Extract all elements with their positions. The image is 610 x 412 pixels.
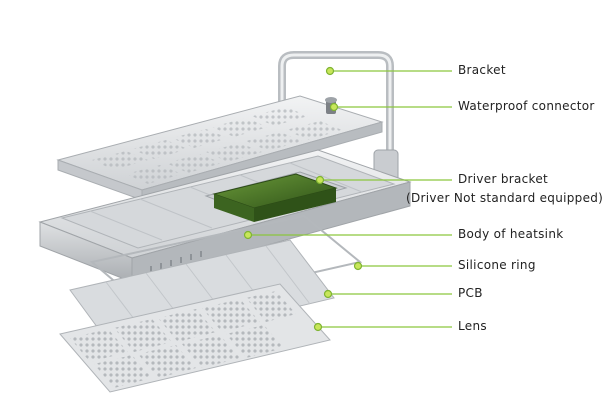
dot-bracket: [325, 66, 335, 76]
lens-part: [59, 283, 331, 393]
label-driver-note: (Driver Not standard equipped): [406, 191, 604, 205]
driver-bracket-part: [204, 171, 348, 222]
label-body-of-heatsink: Body of heatsink: [458, 227, 564, 241]
label-driver-bracket: Driver bracket: [458, 172, 549, 186]
dot-body-of-heatsink: [243, 230, 253, 240]
label-pcb: PCB: [458, 286, 483, 300]
callout-dots: [243, 66, 363, 332]
label-bracket: Bracket: [458, 63, 506, 77]
dot-pcb: [323, 289, 333, 299]
dot-driver-bracket: [315, 175, 325, 185]
label-waterproof-connector: Waterproof connector: [458, 99, 595, 113]
dot-waterproof-connector: [329, 102, 339, 112]
dot-silicone-ring: [353, 261, 363, 271]
leader-lines: [248, 70, 452, 328]
label-lens: Lens: [458, 319, 487, 333]
dot-lens: [313, 322, 323, 332]
label-silicone-ring: Silicone ring: [458, 258, 536, 272]
